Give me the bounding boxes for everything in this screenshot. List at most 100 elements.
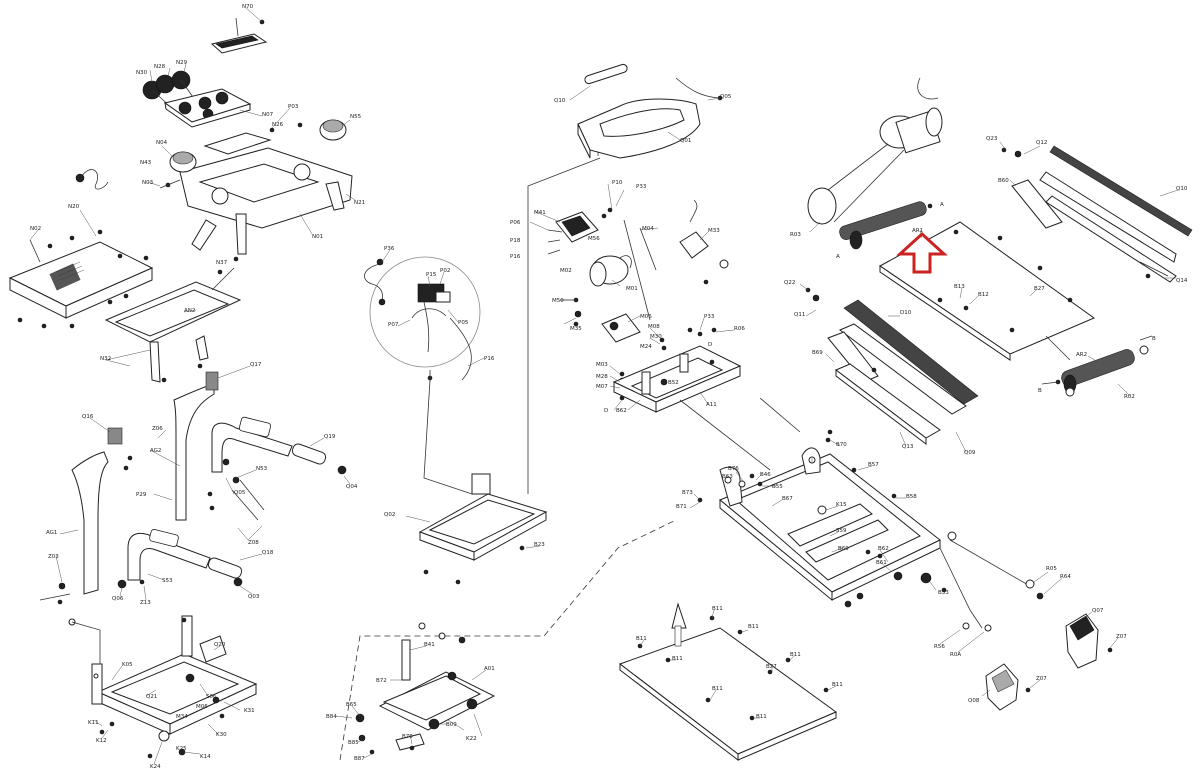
- part-label: N21: [354, 200, 365, 206]
- part-label: P06: [510, 220, 521, 226]
- part-label: Q11: [794, 312, 805, 318]
- part-label: Z13: [140, 600, 151, 606]
- part-label: AG1: [46, 530, 57, 536]
- uprights-handlebars: [39, 371, 347, 626]
- deck-rollers: [805, 77, 1193, 446]
- part-label: R06: [734, 326, 745, 332]
- part-label: B46: [760, 472, 771, 478]
- part-label: K22: [466, 736, 477, 742]
- part-label: M41: [534, 210, 546, 216]
- part-label: N02: [30, 226, 41, 232]
- part-label: D: [604, 408, 608, 414]
- part-label: N43: [140, 160, 152, 166]
- part-label: M30: [650, 334, 662, 340]
- part-label: N20: [68, 204, 80, 210]
- part-label: P15: [426, 272, 437, 278]
- electrical-detail: [364, 256, 481, 382]
- part-label: B53: [938, 590, 949, 596]
- part-label: B09: [446, 722, 457, 728]
- end-caps: [962, 579, 1113, 711]
- base-frame: [71, 615, 258, 759]
- part-label: Q05: [720, 94, 732, 100]
- part-label: Q04: [346, 484, 358, 490]
- part-label: P10: [612, 180, 623, 186]
- part-label: M24: [640, 344, 652, 350]
- part-label: P18: [510, 238, 521, 244]
- part-label: B61: [876, 560, 887, 566]
- rear-wheel-frame: [339, 519, 677, 761]
- part-label: B11: [748, 624, 759, 630]
- part-label: Z07: [1116, 634, 1127, 640]
- part-label: B73: [682, 490, 693, 496]
- part-label: Q17: [250, 362, 262, 368]
- part-label: B58: [906, 494, 917, 500]
- part-label: B62: [878, 546, 889, 552]
- part-label: K05: [122, 662, 133, 668]
- part-label: B11: [756, 714, 767, 720]
- part-label: M50: [552, 298, 564, 304]
- part-label: D: [708, 342, 712, 348]
- part-label: Z08: [248, 540, 259, 546]
- part-label: P16: [484, 356, 495, 362]
- part-label: Q01: [680, 138, 691, 144]
- part-label: Z07: [1036, 676, 1047, 682]
- part-label: B27: [1034, 286, 1045, 292]
- part-label: A: [940, 202, 944, 208]
- motor-mount-base: [612, 219, 742, 413]
- part-label: Z06: [152, 426, 163, 432]
- part-label: Q21: [146, 694, 157, 700]
- part-label: N70: [242, 4, 254, 10]
- part-label: B67: [782, 496, 793, 502]
- part-label: P29: [136, 492, 147, 498]
- part-label: B65: [346, 702, 357, 708]
- part-label: AN2: [184, 308, 195, 314]
- part-label: A01: [484, 666, 495, 672]
- part-label: P16: [510, 254, 521, 260]
- part-label: B69: [838, 546, 849, 552]
- part-label: Q23: [986, 136, 998, 142]
- part-label: AR1: [912, 228, 923, 234]
- part-label: B11: [672, 656, 683, 662]
- part-label: B63: [722, 474, 733, 480]
- part-label: AG2: [150, 448, 161, 454]
- part-label: Q03: [248, 594, 260, 600]
- part-label: N28: [154, 64, 166, 70]
- part-label: Z03: [48, 554, 59, 560]
- part-label: Q16: [82, 414, 94, 420]
- part-label: P33: [636, 184, 647, 190]
- part-label: B70: [836, 442, 847, 448]
- part-label: M34: [176, 714, 188, 720]
- part-label: Q06: [112, 596, 124, 602]
- part-label: R03: [790, 232, 801, 238]
- part-label: M56: [588, 236, 600, 242]
- part-label: Q20: [214, 642, 226, 648]
- part-label: M07: [596, 384, 608, 390]
- part-label: B27: [766, 664, 777, 670]
- part-label: Q10: [554, 98, 566, 104]
- part-label: B76: [728, 466, 739, 472]
- part-label: N30: [136, 70, 148, 76]
- part-label: B72: [376, 678, 387, 684]
- part-label: N29: [176, 60, 188, 66]
- part-label: P03: [288, 104, 299, 110]
- lower-base-cover: [418, 379, 548, 585]
- part-label: B11: [636, 636, 647, 642]
- part-label: R64: [1060, 574, 1071, 580]
- part-label: P36: [384, 246, 395, 252]
- part-label: Q08: [968, 698, 980, 704]
- part-label: M04: [642, 226, 654, 232]
- console-frame: [104, 267, 242, 383]
- part-label: N04: [156, 140, 168, 146]
- part-label: M28: [596, 374, 608, 380]
- part-label: B13: [954, 284, 965, 290]
- part-label: K25: [176, 746, 187, 752]
- part-label: B71: [676, 504, 687, 510]
- part-label: P33: [704, 314, 715, 320]
- part-label: K11: [88, 720, 99, 726]
- part-label: M02: [560, 268, 572, 274]
- part-label: M35: [570, 326, 582, 332]
- part-label: N07: [262, 112, 274, 118]
- part-label: P07: [388, 322, 399, 328]
- part-label: Q09: [964, 450, 976, 456]
